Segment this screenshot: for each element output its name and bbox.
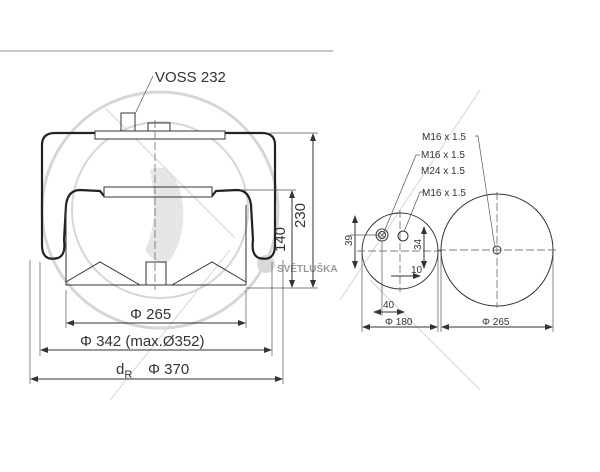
dia-small-label: Φ 180 — [385, 317, 413, 328]
thread-mid1-label: M16 x 1.5 — [421, 150, 465, 161]
dia-piston-label: Φ 265 — [130, 306, 171, 323]
thread-low-label: M16 x 1.5 — [422, 188, 466, 199]
fitting-leader — [134, 75, 154, 115]
height-piston-label: 140 — [272, 227, 289, 252]
svg-text:SVĚTLUŠKA: SVĚTLUŠKA — [277, 262, 338, 275]
dim-39-label: 39 — [344, 234, 355, 246]
dim-10-label: 10 — [411, 265, 423, 276]
height-dimensions — [240, 132, 318, 289]
plate-dimensions — [350, 215, 554, 332]
thread-leaders — [383, 135, 496, 249]
dia-max-label: Φ 370 — [148, 361, 189, 378]
dia-bellows-label: Φ 342 (max.Ø352) — [80, 333, 205, 350]
dim-40-label: 40 — [383, 300, 395, 311]
fitting-label: VOSS 232 — [155, 69, 226, 86]
height-total-label: 230 — [292, 203, 309, 228]
dia-max-symbol: dR — [116, 361, 132, 381]
thread-mid2-label: M24 x 1.5 — [421, 166, 465, 177]
dim-34-label: 34 — [413, 238, 424, 250]
bottom-plate-view — [438, 192, 556, 308]
top-plate-view — [357, 210, 443, 292]
thread-top-label: M16 x 1.5 — [422, 132, 466, 143]
dia-large-label: Φ 265 — [482, 317, 510, 328]
diameter-dimensions — [29, 260, 284, 384]
bellows-side-view — [40, 112, 277, 290]
